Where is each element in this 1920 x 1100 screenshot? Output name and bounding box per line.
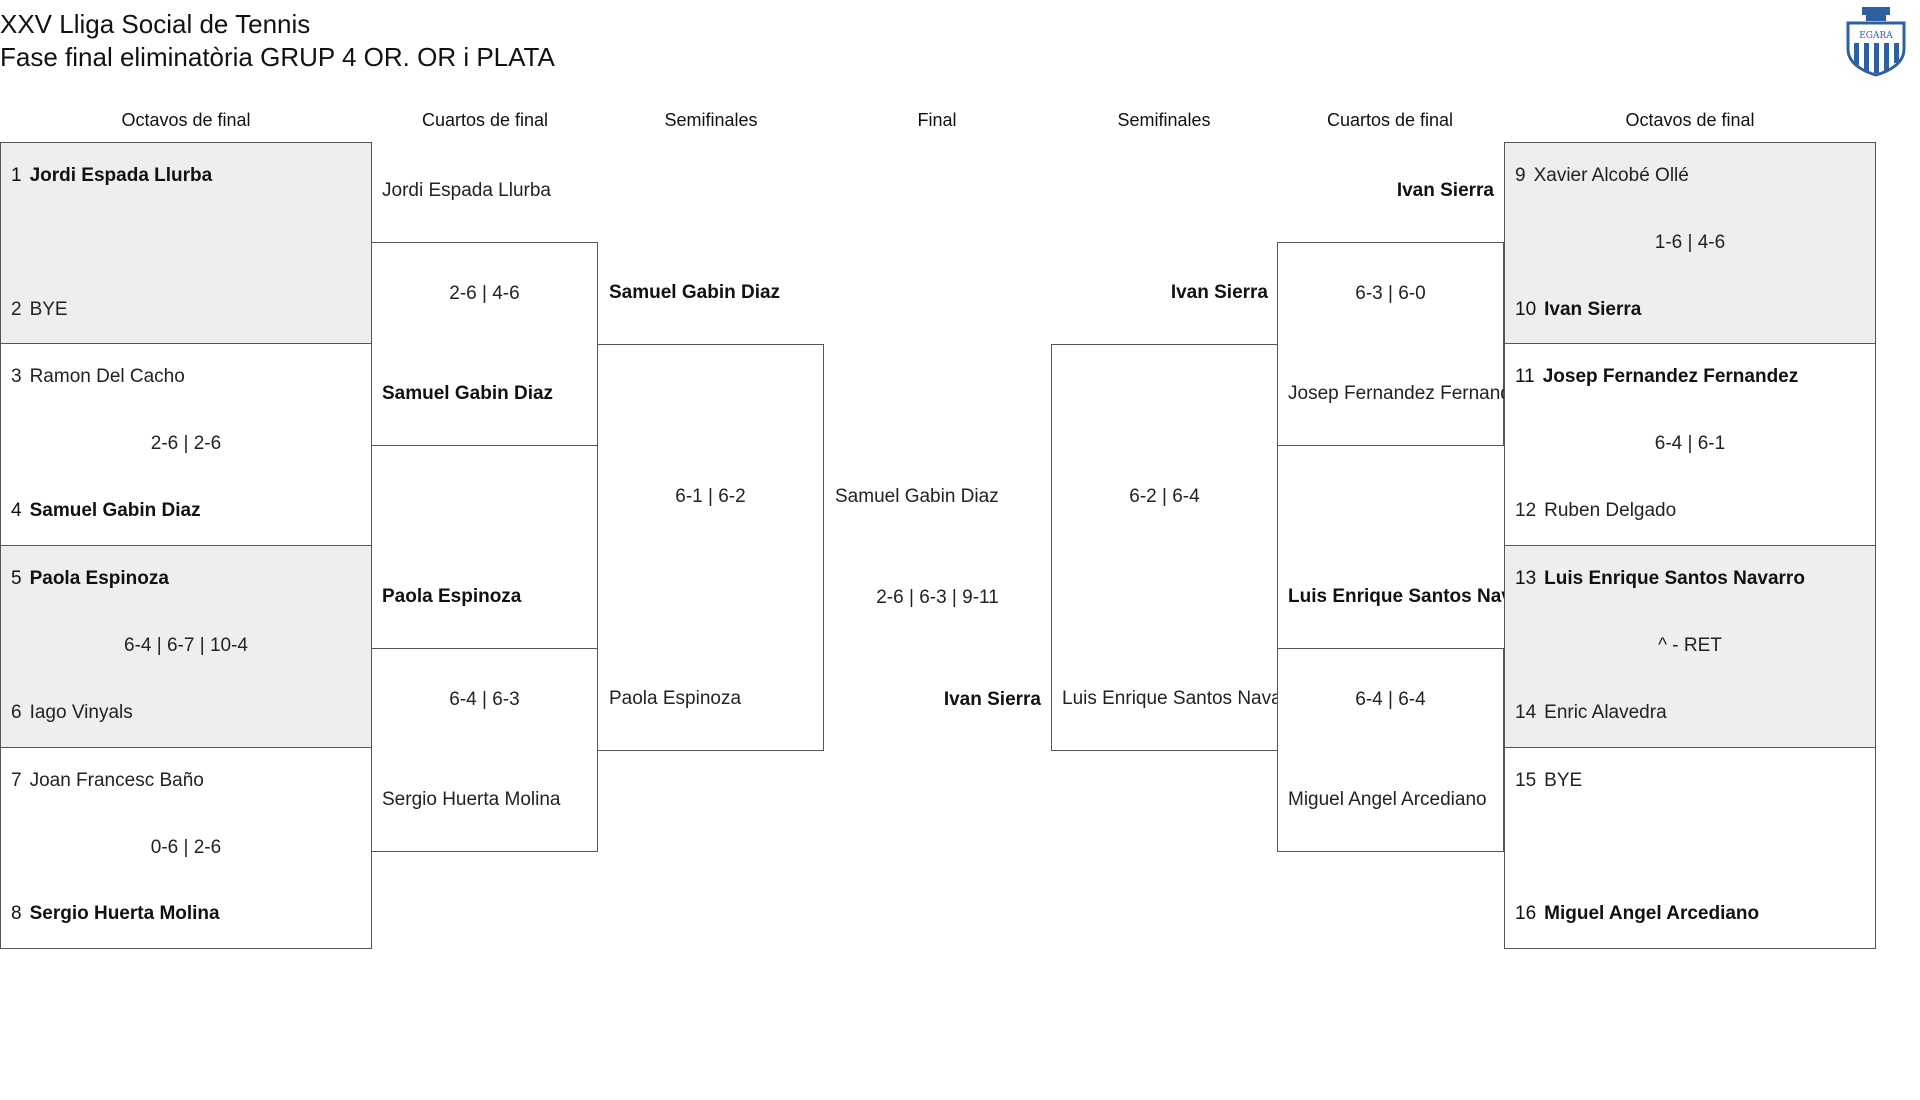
- match-left-qf-2-box: [371, 648, 598, 852]
- sf-left-score: 6-1 | 6-2: [675, 486, 746, 507]
- round-header-left-sf: Semifinales: [664, 110, 758, 130]
- match-score: 2-6 | 2-6: [150, 433, 222, 454]
- svg-text:EGARA: EGARA: [1859, 31, 1893, 41]
- round-header-right-qf: Cuartos de final: [1326, 110, 1454, 130]
- match-left-sf-box: [597, 344, 824, 751]
- sf-left-player-top: Samuel Gabin Diaz: [609, 282, 781, 303]
- page-title: XXV Lliga Social de Tennis: [0, 9, 311, 39]
- match-right-qf-2-box: [1277, 648, 1504, 852]
- page-subtitle: Fase final eliminatòria GRUP 4 OR. OR i …: [0, 42, 555, 72]
- round-header-right-sf: Semifinales: [1117, 110, 1211, 130]
- qf-right-2-score: 6-4 | 6-4: [1355, 689, 1426, 710]
- qf-left-1-player-bottom: Samuel Gabin Diaz: [382, 383, 554, 404]
- round-header-final: Final: [917, 110, 957, 130]
- match-score: 1-6 | 4-6: [1654, 232, 1726, 253]
- match-score: ^ - RET: [1658, 635, 1722, 656]
- qf-right-1-player-bottom: Josep Fernandez Fernandez: [1288, 383, 1504, 404]
- club-logo: EGARA: [1844, 5, 1908, 77]
- match-right-sf-box: [1051, 344, 1278, 751]
- qf-left-2-player-bottom: Sergio Huerta Molina: [382, 789, 561, 810]
- qf-left-2-score: 6-4 | 6-3: [449, 689, 520, 710]
- sf-right-player-top: Ivan Sierra: [1170, 282, 1268, 303]
- round-header-right-r16: Octavos de final: [1625, 110, 1755, 130]
- match-left-qf-1-box: [371, 242, 598, 446]
- match-score: 6-4 | 6-1: [1654, 433, 1726, 454]
- final-score: 2-6 | 6-3 | 9-11: [876, 587, 999, 608]
- qf-left-1-score: 2-6 | 4-6: [449, 283, 520, 304]
- qf-right-2-player-bottom: Miguel Angel Arcediano: [1288, 789, 1487, 810]
- round-header-left-r16: Octavos de final: [121, 110, 251, 130]
- match-score: 0-6 | 2-6: [150, 837, 222, 858]
- match-score: 6-4 | 6-7 | 10-4: [124, 635, 248, 656]
- qf-right-1-score: 6-3 | 6-0: [1355, 283, 1426, 304]
- final-player-top: Samuel Gabin Diaz: [835, 486, 999, 507]
- sf-left-player-bottom: Paola Espinoza: [609, 688, 742, 709]
- match-right-qf-1-box: [1277, 242, 1504, 446]
- sf-right-score: 6-2 | 6-4: [1129, 486, 1200, 507]
- final-player-bottom: Ivan Sierra: [943, 689, 1041, 710]
- round-header-left-qf: Cuartos de final: [421, 110, 549, 130]
- qf-left-1-player-top: Jordi Espada Llurba: [382, 180, 551, 201]
- sf-right-player-bottom: Luis Enrique Santos Navarro: [1062, 688, 1278, 709]
- qf-right-2-player-top: Luis Enrique Santos Navarro: [1288, 586, 1504, 607]
- qf-left-2-player-top: Paola Espinoza: [382, 586, 522, 607]
- qf-right-1-player-top: Ivan Sierra: [1396, 180, 1494, 201]
